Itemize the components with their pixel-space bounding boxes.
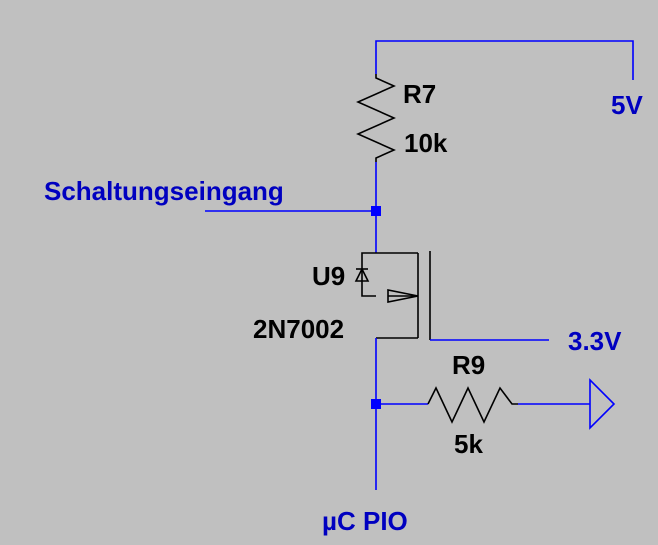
wire-5v-net [375, 40, 634, 80]
mosfet-u9[interactable] [354, 251, 431, 340]
r7-ref-label: R7 [403, 79, 436, 109]
junction-input [371, 206, 381, 216]
u9-ref-label: U9 [312, 261, 345, 291]
junction-output [371, 399, 381, 409]
net-label-input: Schaltungseingang [44, 176, 284, 206]
resistor-r7[interactable] [356, 74, 396, 162]
r9-value-label: 5k [454, 429, 483, 459]
r7-value-label: 10k [404, 128, 448, 158]
u9-value-label: 2N7002 [253, 314, 344, 344]
r9-ref-label: R9 [452, 350, 485, 380]
resistor-r9[interactable] [427, 386, 518, 424]
net-label-5v: 5V [611, 90, 643, 120]
bus-arrow-icon [589, 378, 616, 430]
net-label-3v3: 3.3V [568, 326, 622, 356]
net-label-output: µC PIO [322, 506, 408, 536]
wire-output-net [375, 338, 428, 490]
